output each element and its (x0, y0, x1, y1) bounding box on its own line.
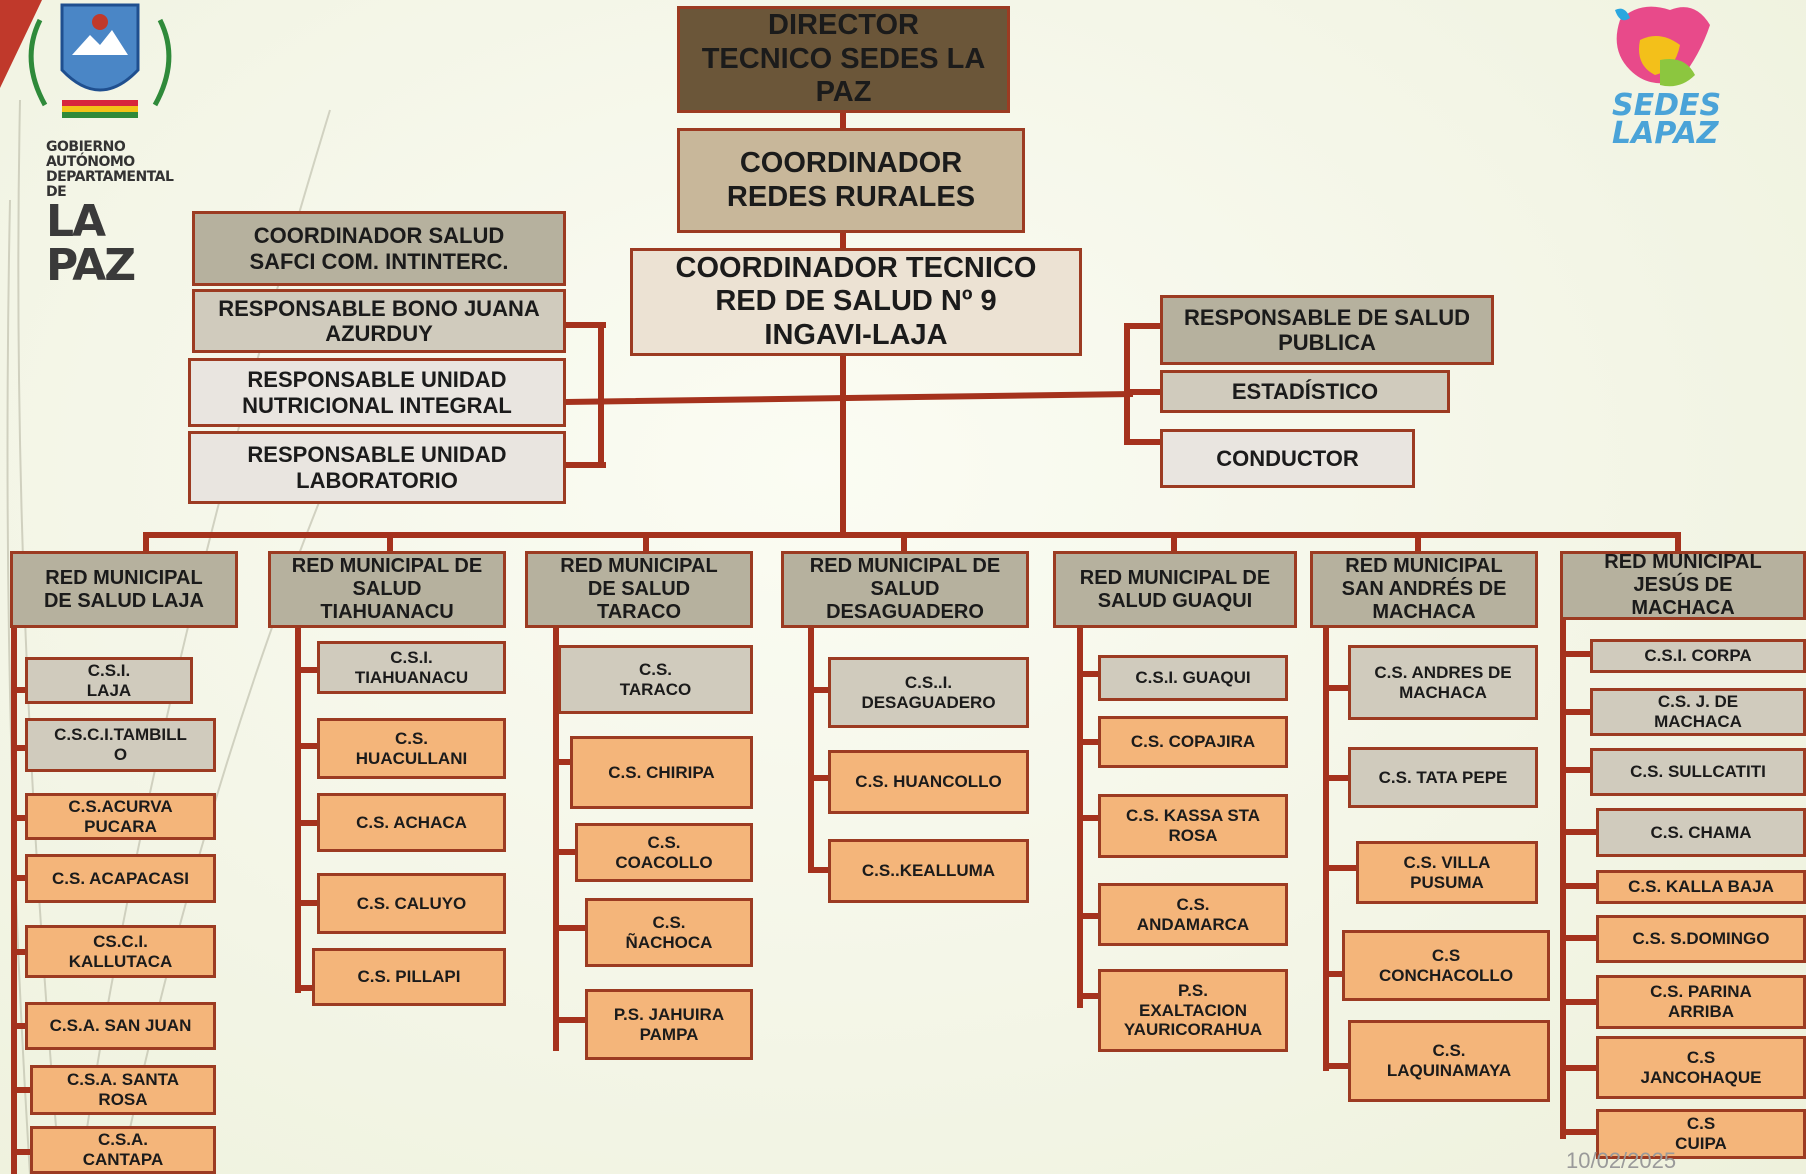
health-center-box[interactable]: C.S.A. SANTA ROSA (30, 1065, 216, 1115)
logo-line-2: DEPARTAMENTAL DE (46, 169, 174, 200)
health-center-box[interactable]: C.S CONCHACOLLO (1342, 930, 1550, 1001)
coordinador-safci-box[interactable]: COORDINADOR SALUD SAFCI COM. INTINTERC. (192, 211, 566, 286)
health-center-box[interactable]: C.S.C.I.TAMBILL O (25, 718, 216, 772)
health-center-box[interactable]: C.S CUIPA (1596, 1109, 1806, 1159)
sedes-la-paz-logo (1615, 6, 1710, 87)
health-center-box[interactable]: C.S. J. DE MACHACA (1590, 688, 1806, 736)
health-center-box[interactable]: P.S. JAHUIRA PAMPA (585, 989, 753, 1060)
red-municipal-header[interactable]: RED MUNICIPAL DE SALUD TARACO (525, 551, 753, 628)
health-center-box[interactable]: C.S. KALLA BAJA (1596, 870, 1806, 904)
health-center-box[interactable]: C.S. PARINA ARRIBA (1596, 975, 1806, 1029)
health-center-box[interactable]: C.S.I. TIAHUANACU (317, 641, 506, 694)
health-center-box[interactable]: C.S. CHIRIPA (570, 736, 753, 809)
health-center-box[interactable]: C.S. ACAPACASI (25, 854, 216, 903)
sedes-logo-text: SEDES LAPAZ (1612, 88, 1722, 151)
health-center-box[interactable]: C.S.ACURVA PUCARA (25, 793, 216, 840)
health-center-box[interactable]: C.S. VILLA PUSUMA (1356, 841, 1538, 904)
red-municipal-header[interactable]: RED MUNICIPAL SAN ANDRÉS DE MACHACA (1310, 551, 1538, 628)
health-center-box[interactable]: C.S.I. GUAQUI (1098, 655, 1288, 701)
health-center-box[interactable]: C.S. HUANCOLLO (828, 750, 1029, 814)
coordinador-tecnico-box[interactable]: COORDINADOR TECNICO RED DE SALUD Nº 9 IN… (630, 248, 1082, 356)
logo-la-paz: LA PAZ (46, 196, 136, 291)
health-center-box[interactable]: C.S. ANDAMARCA (1098, 883, 1288, 946)
health-center-box[interactable]: C.S. TARACO (558, 645, 753, 714)
red-municipal-header[interactable]: RED MUNICIPAL DE SALUD DESAGUADERO (781, 551, 1029, 628)
health-center-box[interactable]: C.S. KASSA STA ROSA (1098, 794, 1288, 858)
slide-date: 10/02/2025 (1566, 1148, 1677, 1173)
health-center-box[interactable]: C.S. COACOLLO (575, 823, 753, 882)
right-staff-box[interactable]: RESPONSABLE DE SALUD PUBLICA (1160, 295, 1494, 365)
health-center-box[interactable]: C.S. S.DOMINGO (1596, 915, 1806, 963)
health-center-box[interactable]: C.S. CHAMA (1596, 808, 1806, 857)
left-staff-box[interactable]: RESPONSABLE UNIDAD LABORATORIO (188, 431, 566, 504)
health-center-box[interactable]: C.S.A. CANTAPA (30, 1126, 216, 1174)
health-center-box[interactable]: C.S. LAQUINAMAYA (1348, 1020, 1550, 1102)
health-center-box[interactable]: C.S.A. SAN JUAN (25, 1002, 216, 1050)
left-staff-box[interactable]: RESPONSABLE UNIDAD NUTRICIONAL INTEGRAL (188, 358, 566, 427)
health-center-box[interactable]: C.S. SULLCATITI (1590, 748, 1806, 796)
health-center-box[interactable]: CS.C.I. KALLUTACA (25, 925, 216, 978)
health-center-box[interactable]: P.S. EXALTACION YAURICORAHUA (1098, 969, 1288, 1052)
health-center-box[interactable]: C.S.I. CORPA (1590, 639, 1806, 673)
red-municipal-header[interactable]: RED MUNICIPAL DE SALUD GUAQUI (1053, 551, 1297, 628)
left-staff-box[interactable]: RESPONSABLE BONO JUANA AZURDUY (192, 289, 566, 353)
coordinador-redes-box[interactable]: COORDINADOR REDES RURALES (677, 128, 1025, 233)
logo-line-1: GOBIERNO AUTÓNOMO (46, 139, 135, 170)
health-center-box[interactable]: C.S..KEALLUMA (828, 839, 1029, 903)
health-center-box[interactable]: C.S. HUACULLANI (317, 718, 506, 779)
gobierno-la-paz-logo (28, 3, 172, 118)
health-center-box[interactable]: C.S.I. LAJA (25, 657, 193, 704)
red-municipal-header[interactable]: RED MUNICIPAL DE SALUD LAJA (10, 551, 238, 628)
right-staff-box[interactable]: CONDUCTOR (1160, 429, 1415, 488)
red-municipal-header[interactable]: RED MUNICIPAL DE SALUD TIAHUANACU (268, 551, 506, 628)
director-box[interactable]: DIRECTOR TECNICO SEDES LA PAZ (677, 6, 1010, 113)
health-center-box[interactable]: C.S. PILLAPI (312, 948, 506, 1006)
health-center-box[interactable]: C.S. ACHACA (317, 793, 506, 852)
health-center-box[interactable]: C.S JANCOHAQUE (1596, 1036, 1806, 1099)
health-center-box[interactable]: C.S. ANDRES DE MACHACA (1348, 645, 1538, 720)
health-center-box[interactable]: C.S. COPAJIRA (1098, 716, 1288, 768)
health-center-box[interactable]: C.S. TATA PEPE (1348, 747, 1538, 808)
health-center-box[interactable]: C.S. ÑACHOCA (585, 898, 753, 967)
right-staff-box[interactable]: ESTADÍSTICO (1160, 370, 1450, 413)
red-municipal-header[interactable]: RED MUNICIPAL JESÚS DE MACHACA (1560, 551, 1806, 620)
health-center-box[interactable]: C.S..I. DESAGUADERO (828, 657, 1029, 728)
gobierno-la-paz-logo-text: GOBIERNO AUTÓNOMO DEPARTAMENTAL DE LA PA… (46, 140, 196, 288)
corner-triangle (0, 0, 42, 88)
health-center-box[interactable]: C.S. CALUYO (317, 873, 506, 934)
